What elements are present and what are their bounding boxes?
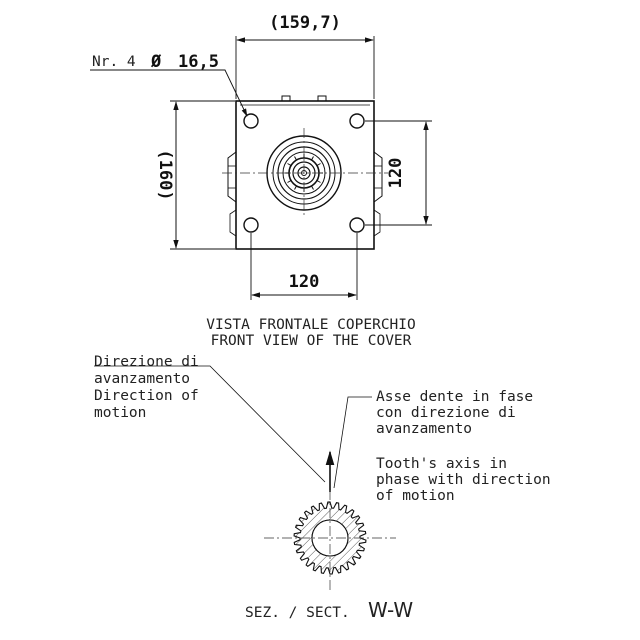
direction-label-it-1: Direzione di (94, 354, 199, 370)
direction-label-en-2: motion (94, 405, 146, 421)
dim-overall-width: (159,7) (269, 13, 341, 33)
hole-diameter-value: 16,5 (178, 52, 219, 72)
mounting-hole-bl (243, 217, 259, 233)
tooth-axis-it-1: Asse dente in fase (376, 389, 533, 405)
hole-diameter-symbol: Ø (150, 52, 162, 72)
tooth-axis-it-3: avanzamento (376, 421, 472, 437)
dim-hole-horizontal: 120 (289, 272, 320, 292)
tooth-axis-it-2: con direzione di (376, 405, 516, 421)
section-label-prefix: SEZ. / SECT. (245, 605, 350, 621)
center-lines (222, 128, 388, 218)
gear-center-lines (264, 490, 396, 592)
top-boss-left (281, 95, 291, 102)
left-side-lug (227, 151, 237, 203)
tooth-axis-en-1: Tooth's axis in (376, 456, 507, 472)
tooth-axis-en-2: phase with direction (376, 472, 551, 488)
hole-callout-leader (90, 69, 248, 117)
top-boss-right (317, 95, 327, 102)
front-view-title-it: VISTA FRONTALE COPERCHIO (206, 317, 416, 333)
tooth-axis-leader (333, 396, 372, 489)
dim-hole-vertical: 120 (386, 158, 406, 189)
right-side-lug (373, 151, 383, 203)
mounting-hole-br (349, 217, 365, 233)
section-label-id: W-W (368, 598, 413, 622)
tooth-axis-en-3: of motion (376, 488, 455, 504)
direction-label-en-1: Direction of (94, 388, 199, 404)
cover-plate (235, 100, 375, 250)
mounting-hole-tl (243, 113, 259, 129)
gear-section (293, 501, 367, 575)
hole-count-label: Nr. 4 (92, 54, 136, 70)
direction-label-it-2: avanzamento (94, 371, 190, 387)
mounting-hole-tr (349, 113, 365, 129)
direction-leader (94, 365, 326, 483)
section-view: Direzione di avanzamento Direction of mo… (94, 354, 551, 622)
front-view: (159,7) (160) 120 120 Nr. 4 Ø 16,5 VISTA… (90, 13, 432, 349)
gear-bore (311, 519, 349, 557)
dim-overall-height: (160) (155, 149, 175, 200)
front-view-title-en: FRONT VIEW OF THE COVER (211, 333, 412, 349)
